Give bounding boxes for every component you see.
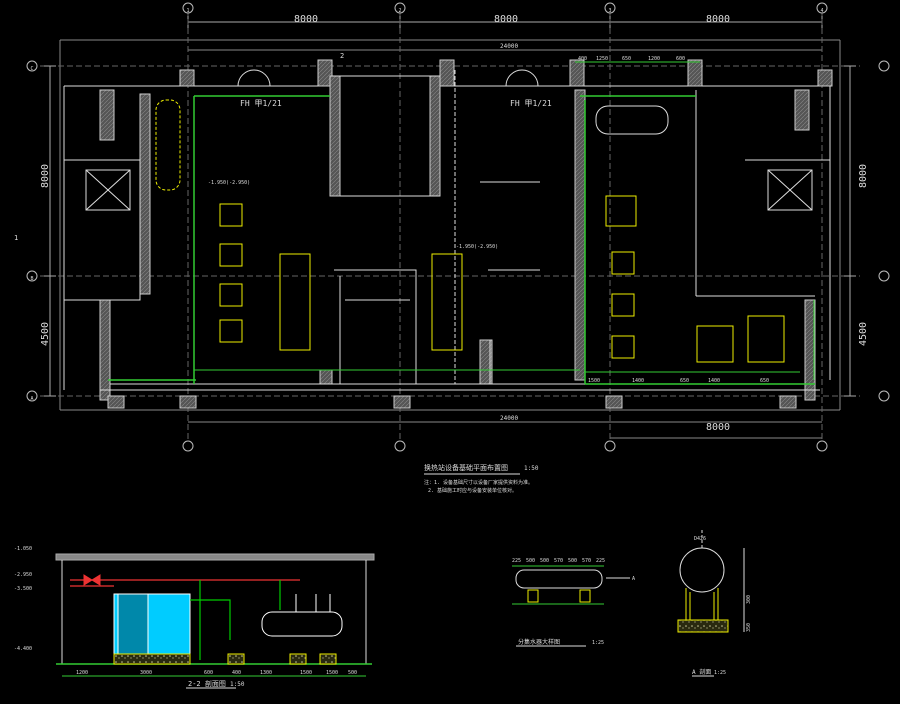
axis-1: 1 — [186, 8, 189, 14]
svg-text:1500: 1500 — [300, 670, 312, 676]
axis-c: C — [30, 66, 33, 72]
axis-b: B — [30, 276, 33, 282]
svg-text:650: 650 — [680, 378, 689, 384]
dim-right-1: 8000 — [858, 164, 869, 188]
svg-text:-2.950: -2.950 — [14, 572, 32, 578]
section-labels: -1.050 -2.950 -3.500 -4.400 1200 3000 60… — [14, 546, 357, 688]
svg-text:650: 650 — [622, 56, 631, 62]
dim-left-2: 4500 — [40, 322, 51, 346]
svg-text:650: 650 — [760, 378, 769, 384]
plan-title-block: 换热站设备基础平面布置图 1:50 注：1. 设备基础尺寸以设备厂家提供资料为准… — [424, 463, 539, 494]
svg-text:3000: 3000 — [140, 670, 152, 676]
svg-text:1400: 1400 — [708, 378, 720, 384]
elevation-left: -1.950(-2.950) — [208, 180, 250, 186]
svg-text:225: 225 — [512, 558, 521, 564]
room-label-left: FH 甲1/21 — [240, 99, 282, 108]
axis-bubbles — [26, 2, 890, 452]
a-section-labels: D426 300 350 A 剖面 1:25 — [692, 536, 752, 676]
axis-2: 2 — [398, 8, 401, 14]
dim-top-1: 8000 — [294, 14, 318, 25]
tank-title: 分集水器大样图 — [518, 638, 560, 646]
tank-scale: 1:25 — [592, 640, 604, 646]
room-label-right: FH 甲1/21 — [510, 99, 552, 108]
plan-labels: 8000 8000 8000 24000 24000 8000 8000 450… — [14, 8, 869, 433]
svg-text:500: 500 — [568, 558, 577, 564]
svg-text:A: A — [632, 576, 635, 582]
dim-top-2: 8000 — [494, 14, 518, 25]
svg-text:1500: 1500 — [326, 670, 338, 676]
svg-text:500: 500 — [348, 670, 357, 676]
floor-plan — [40, 10, 860, 440]
section-mark-1: 1 — [14, 234, 18, 242]
plan-dim-strings: 1500 1400 650 1400 650 400 1250 650 1200… — [578, 56, 769, 384]
section-title: 2-2 剖面图 — [188, 679, 226, 688]
svg-text:1250: 1250 — [596, 56, 608, 62]
svg-text:500: 500 — [540, 558, 549, 564]
axis-a: A — [30, 396, 33, 402]
overall-dim-bottom: 24000 — [500, 415, 518, 422]
dim-top-3: 8000 — [706, 14, 730, 25]
svg-text:1200: 1200 — [648, 56, 660, 62]
a-section-detail — [677, 530, 745, 677]
svg-text:600: 600 — [204, 670, 213, 676]
svg-text:570: 570 — [582, 558, 591, 564]
svg-text:225: 225 — [596, 558, 605, 564]
tank-labels: 225 500 500 570 500 570 225 A 分集水器大样图 1:… — [512, 558, 635, 646]
svg-text:1200: 1200 — [76, 670, 88, 676]
section-mark-2: 2 — [340, 52, 344, 60]
svg-text:1500: 1500 — [588, 378, 600, 384]
svg-text:-1.050: -1.050 — [14, 546, 32, 552]
dim-right-2: 4500 — [858, 322, 869, 346]
dim-bottom: 8000 — [706, 422, 730, 433]
svg-text:400: 400 — [578, 56, 587, 62]
detail-title: A 剖面 — [692, 668, 711, 676]
svg-text:D426: D426 — [694, 536, 706, 542]
svg-text:570: 570 — [554, 558, 563, 564]
svg-text:-3.500: -3.500 — [14, 586, 32, 592]
svg-text:-4.400: -4.400 — [14, 646, 32, 652]
detail-scale: 1:25 — [714, 670, 726, 676]
svg-text:1300: 1300 — [260, 670, 272, 676]
svg-text:1400: 1400 — [632, 378, 644, 384]
plan-title: 换热站设备基础平面布置图 — [424, 463, 508, 472]
note-2: 2. 基础施工时应与设备安装单位核对。 — [428, 487, 517, 494]
overall-dim-top: 24000 — [500, 43, 518, 50]
plan-scale: 1:50 — [524, 465, 539, 472]
svg-text:350: 350 — [746, 623, 752, 632]
section-2-2 — [55, 553, 375, 689]
note-1: 注：1. 设备基础尺寸以设备厂家提供资料为准。 — [424, 479, 533, 486]
section-scale: 1:50 — [230, 681, 245, 688]
dim-left-1: 8000 — [40, 164, 51, 188]
elevation-mid: -1.950(-2.950) — [456, 244, 498, 250]
tank-detail — [512, 565, 630, 647]
axis-4: 4 — [820, 8, 823, 14]
axis-3: 3 — [608, 8, 611, 14]
svg-text:500: 500 — [526, 558, 535, 564]
svg-text:400: 400 — [232, 670, 241, 676]
svg-text:600: 600 — [676, 56, 685, 62]
svg-text:300: 300 — [746, 595, 752, 604]
